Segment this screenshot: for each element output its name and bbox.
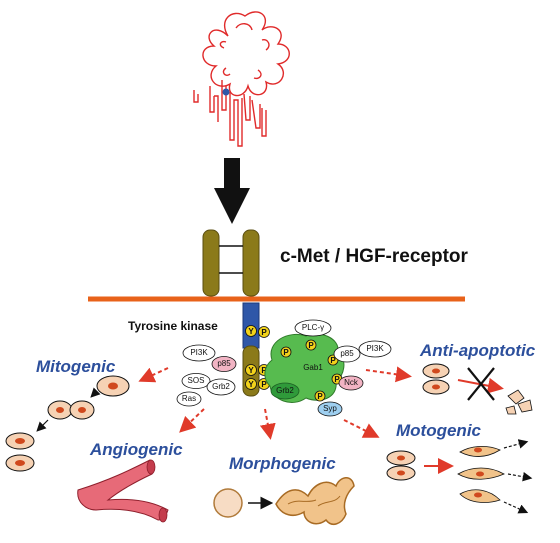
svg-text:P: P <box>261 366 267 375</box>
phospho-sites-kinase: Y P <box>245 325 270 338</box>
svg-text:P: P <box>317 392 323 401</box>
svg-text:P: P <box>308 341 314 350</box>
svg-text:P: P <box>334 375 340 384</box>
arrow-morphogenic <box>259 408 276 440</box>
morphogenic-label: Morphogenic <box>229 454 336 473</box>
pi3k-right: PI3K <box>366 344 384 353</box>
svg-text:Y: Y <box>248 380 254 389</box>
svg-text:P: P <box>261 380 267 389</box>
morphogenic-structures <box>213 477 355 525</box>
mitogenic-label: Mitogenic <box>36 357 116 376</box>
anti-apoptotic-label: Anti-apoptotic <box>419 341 536 360</box>
anti-apoptotic-cells <box>422 363 533 415</box>
gab1-label: Gab1 <box>303 363 323 372</box>
svg-text:Grb2: Grb2 <box>276 386 294 395</box>
arrow-anti-apoptotic <box>365 366 412 383</box>
svg-text:P: P <box>261 328 267 337</box>
arrow-mitogenic <box>138 367 169 383</box>
sos: SOS <box>188 376 205 385</box>
mitogenic-cells <box>5 375 130 472</box>
svg-text:P: P <box>283 348 289 357</box>
receptor-label: c-Met / HGF-receptor <box>280 246 469 267</box>
ras: Ras <box>182 394 196 403</box>
svg-text:Y: Y <box>248 366 254 375</box>
grb2-right <box>270 382 300 400</box>
p85-left: p85 <box>217 359 231 368</box>
kinase-label: Tyrosine kinase <box>128 319 218 333</box>
pi3k-left: PI3K <box>190 348 208 357</box>
motogenic-cells <box>386 439 533 514</box>
nck: Nck <box>344 378 359 387</box>
hgf-cleavage-site <box>222 88 230 96</box>
arrow-motogenic <box>343 419 380 438</box>
svg-text:Y: Y <box>248 327 254 336</box>
grb2-left: Grb2 <box>212 382 230 391</box>
hgf-ligand <box>193 11 290 147</box>
angiogenic-vessel <box>77 459 169 523</box>
gab1-phospho-sites: P P P P P <box>280 339 343 402</box>
svg-text:P: P <box>330 356 336 365</box>
left-adaptors: PI3K p85 SOS Grb2 Ras <box>176 344 237 407</box>
motogenic-label: Motogenic <box>396 421 482 440</box>
plc-gamma: PLC-γ <box>302 323 324 332</box>
right-adaptors: PLC-γ p85 PI3K Nck Syp <box>294 319 392 417</box>
c-met-receptor <box>202 229 260 297</box>
angiogenic-label: Angiogenic <box>89 440 183 459</box>
binding-arrow <box>214 158 250 224</box>
arrow-angiogenic <box>179 408 205 433</box>
p85-right: p85 <box>340 349 354 358</box>
syp: Syp <box>323 404 337 413</box>
